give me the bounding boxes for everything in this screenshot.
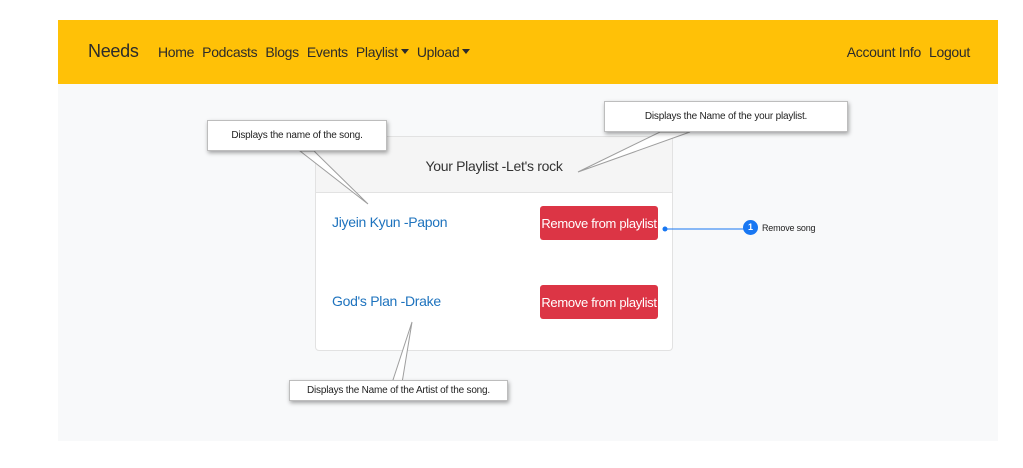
playlist-card: Your Playlist -Let's rock Jiyein Kyun -P… xyxy=(315,136,673,351)
caret-down-icon xyxy=(400,48,409,54)
nav-home[interactable]: Home xyxy=(158,44,195,60)
nav-playlist-label: Playlist xyxy=(355,44,398,60)
nav-playlist-dropdown[interactable]: Playlist xyxy=(356,44,409,60)
nav-upload-dropdown[interactable]: Upload xyxy=(417,44,471,60)
song-name-callout: Displays the name of the song. xyxy=(207,120,387,151)
artist-name-callout: Displays the Name of the Artist of the s… xyxy=(289,380,508,401)
step-label: Remove song xyxy=(762,223,816,233)
caret-down-icon xyxy=(462,48,471,54)
remove-from-playlist-button[interactable]: Remove from playlist xyxy=(540,206,658,240)
nav-right: Account Info Logout xyxy=(839,44,971,60)
remove-from-playlist-button[interactable]: Remove from playlist xyxy=(540,285,658,319)
nav-podcasts[interactable]: Podcasts xyxy=(202,44,258,60)
nav-blogs[interactable]: Blogs xyxy=(265,44,299,60)
brand-logo[interactable]: Needs xyxy=(88,41,139,61)
nav-logout[interactable]: Logout xyxy=(928,44,970,60)
nav-upload-label: Upload xyxy=(416,44,460,60)
playlist-song-row: God's Plan -Drake Remove from playlist xyxy=(316,285,672,325)
playlist-song-row: Jiyein Kyun -Papon Remove from playlist xyxy=(316,206,672,246)
page-frame: Needs Home Podcasts Blogs Events Playlis… xyxy=(58,20,998,441)
step-number-badge: 1 xyxy=(743,220,758,235)
nav-account-info[interactable]: Account Info xyxy=(846,44,922,60)
playlist-name-callout: Displays the Name of the your playlist. xyxy=(604,101,848,132)
top-navbar: Needs Home Podcasts Blogs Events Playlis… xyxy=(58,20,998,84)
song-link[interactable]: God's Plan -Drake xyxy=(332,293,441,309)
song-link[interactable]: Jiyein Kyun -Papon xyxy=(332,214,448,230)
nav-links: Home Podcasts Blogs Events Playlist Uplo… xyxy=(158,44,478,60)
nav-events[interactable]: Events xyxy=(306,44,348,60)
